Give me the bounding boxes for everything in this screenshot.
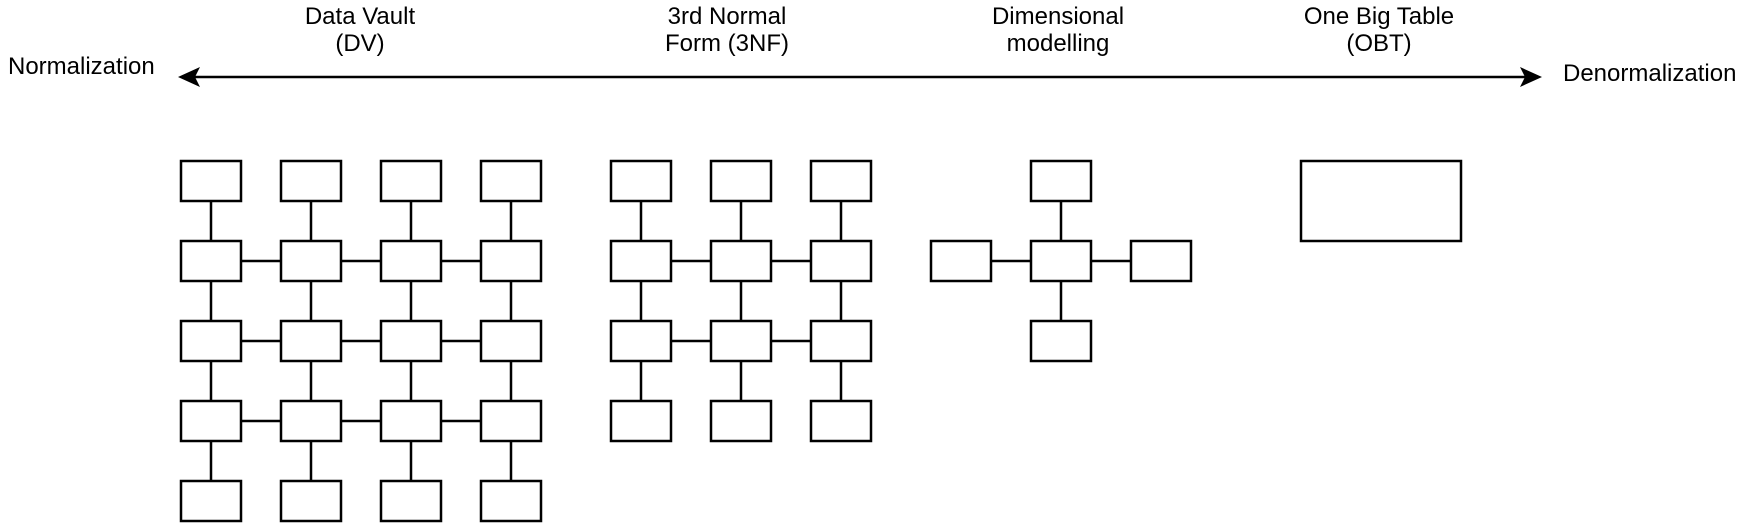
third-normal-form-schema-box (809, 399, 873, 443)
method-label-line1: One Big Table (1303, 3, 1455, 30)
data-vault-schema-box (379, 479, 443, 523)
data-vault-schema-box (479, 239, 543, 283)
data-vault-schema-box (379, 159, 443, 203)
method-label-line2: modelling (1006, 30, 1110, 57)
data-vault-schema-box (179, 479, 243, 523)
third-normal-form-schema-box (609, 159, 673, 203)
data-vault-schema-box (279, 239, 343, 283)
method-label-line1: Dimensional (991, 3, 1125, 30)
data-vault-schema-box (479, 479, 543, 523)
third-normal-form-schema-box (709, 399, 773, 443)
denormalization-label: Denormalization (1563, 60, 1737, 87)
data-vault-schema-box (479, 319, 543, 363)
star-schema-box (1029, 319, 1093, 363)
third-normal-form-schema-box (709, 239, 773, 283)
method-label-line2: (OBT) (1346, 30, 1412, 57)
star-schema-box (929, 239, 993, 283)
star-schema-box (1129, 239, 1193, 283)
data-vault-schema-box (279, 399, 343, 443)
third-normal-form-schema-box (709, 159, 773, 203)
third-normal-form-schema-box (609, 319, 673, 363)
third-normal-form-schema-box (809, 319, 873, 363)
data-vault-schema-box (279, 159, 343, 203)
third-normal-form-schema-box (809, 159, 873, 203)
third-normal-form-schema-box (709, 319, 773, 363)
third-normal-form-schema-box (809, 239, 873, 283)
data-vault-schema-box (279, 479, 343, 523)
one-big-table-box-box (1299, 159, 1463, 243)
normalization-label: Normalization (8, 53, 155, 80)
star-schema-box (1029, 239, 1093, 283)
data-vault-schema-box (379, 399, 443, 443)
data-vault-schema-box (479, 399, 543, 443)
third-normal-form-schema-box (609, 239, 673, 283)
data-vault-schema-box (379, 319, 443, 363)
data-vault-schema-box (179, 399, 243, 443)
data-vault-schema-box (179, 159, 243, 203)
method-label-third-normal-form: 3rd Normal Form (3NF) (597, 3, 857, 57)
method-label-line2: (DV) (335, 30, 385, 57)
method-label-one-big-table: One Big Table (OBT) (1249, 3, 1509, 57)
data-vault-schema-box (179, 319, 243, 363)
spectrum-arrowhead-right (1520, 67, 1542, 87)
method-label-data-vault: Data Vault (DV) (230, 3, 490, 57)
method-label-line1: 3rd Normal (667, 3, 787, 30)
star-schema-box (1029, 159, 1093, 203)
data-vault-schema-box (479, 159, 543, 203)
method-label-line2: Form (3NF) (665, 30, 789, 57)
third-normal-form-schema-box (609, 399, 673, 443)
data-vault-schema-box (279, 319, 343, 363)
spectrum-arrowhead-left (178, 67, 200, 87)
method-label-dimensional-modelling: Dimensional modelling (928, 3, 1188, 57)
method-label-line1: Data Vault (304, 3, 416, 30)
data-vault-schema-box (179, 239, 243, 283)
data-vault-schema-box (379, 239, 443, 283)
